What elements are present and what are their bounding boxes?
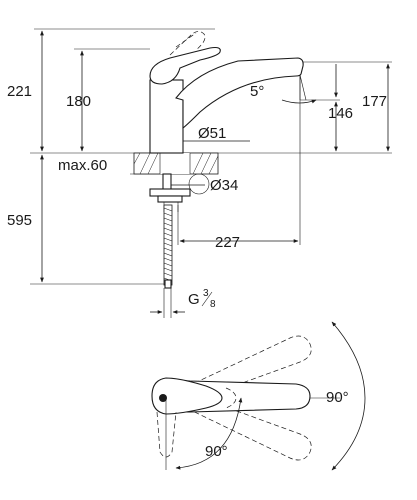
- svg-text:146: 146: [328, 105, 353, 122]
- flexible-hose: [163, 204, 173, 289]
- dimension-body-height: 177: [362, 63, 390, 152]
- top-view: 90° 90°: [151, 321, 366, 471]
- svg-text:3: 3: [203, 288, 209, 299]
- svg-text:max.60: max.60: [58, 157, 107, 174]
- svg-text:177: 177: [362, 93, 387, 110]
- svg-text:Ø34: Ø34: [210, 177, 238, 194]
- svg-text:90°: 90°: [205, 443, 228, 460]
- dimension-overall-height: 221: [7, 30, 44, 152]
- svg-text:180: 180: [66, 93, 91, 110]
- spout-swivel-positions: [179, 335, 312, 461]
- dimension-spout-angle: 5°: [250, 74, 317, 104]
- dimension-thread-size: G 3 8: [150, 288, 216, 318]
- side-view: 221 180 595 146 177 5°: [7, 28, 392, 318]
- faucet-lever: [149, 31, 221, 85]
- dimension-spout-reach: 227: [179, 234, 299, 251]
- dimension-hose-length: 595: [7, 154, 44, 283]
- svg-text:8: 8: [210, 299, 216, 310]
- svg-text:227: 227: [215, 234, 240, 251]
- dimension-spout-height: 180: [66, 50, 91, 152]
- svg-text:90°: 90°: [326, 389, 349, 406]
- mounting-assembly: [149, 173, 191, 212]
- dimension-outlet-height: 146: [328, 64, 353, 152]
- faucet-body: [149, 79, 184, 154]
- svg-text:Ø51: Ø51: [198, 125, 226, 142]
- svg-text:5°: 5°: [250, 83, 264, 100]
- svg-text:G: G: [188, 291, 200, 308]
- dimension-lever-angle: 90°: [165, 397, 243, 470]
- faucet-spout: [175, 57, 304, 130]
- countertop-section: [133, 152, 219, 175]
- svg-text:595: 595: [7, 212, 32, 229]
- svg-text:221: 221: [7, 83, 32, 100]
